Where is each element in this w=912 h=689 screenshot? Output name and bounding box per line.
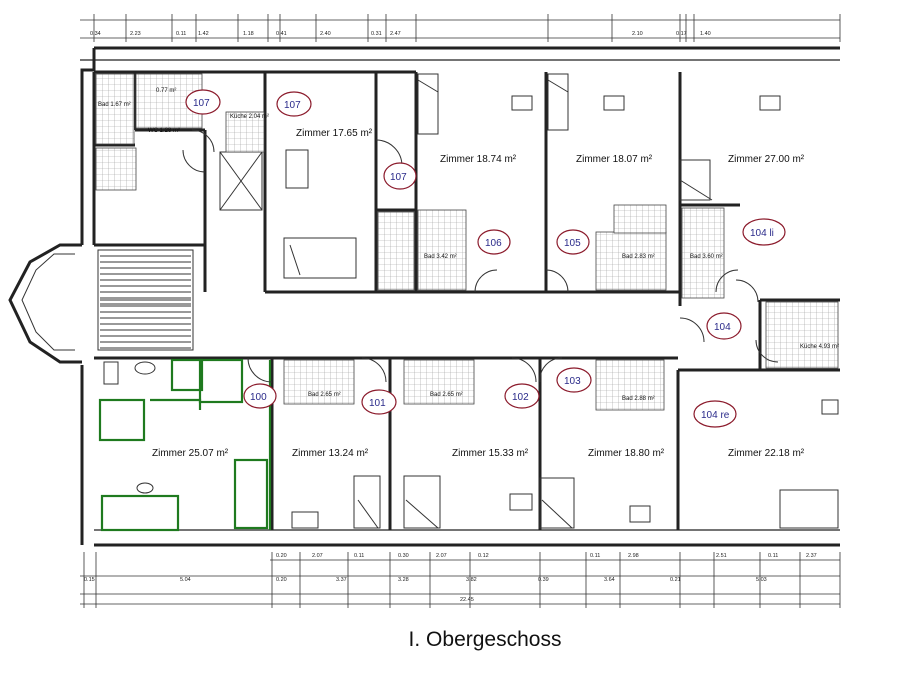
bottom-dim-17: 3.82 <box>466 577 477 583</box>
bottom-dim-3: 0.11 <box>354 553 364 559</box>
label-bad-265-a: Bad 2.65 m² <box>308 392 341 398</box>
bottom-dim-1: 0.20 <box>276 553 287 559</box>
bottom-dim-11: 2.37 <box>806 553 817 559</box>
top-dim-8: 0.31 <box>371 31 382 37</box>
small-room-labels: Bad 1.67 m² 0.77 m² WC 1.28 m² Küche 2.0… <box>98 88 839 402</box>
badge-104-re: 104 re <box>701 410 730 421</box>
label-kuche-493: Küche 4.93 m² <box>800 344 839 350</box>
label-077: 0.77 m² <box>156 88 176 94</box>
bottom-dim-16: 3.28 <box>398 577 409 583</box>
top-dim-3: 0.11 <box>176 31 186 37</box>
staircase <box>97 151 263 351</box>
bottom-dim-13: 5.04 <box>180 577 191 583</box>
badge-106: 106 <box>485 238 502 249</box>
bottom-dim-9: 2.51 <box>716 553 727 559</box>
doors <box>182 129 779 383</box>
top-dim-9: 2.47 <box>390 31 401 37</box>
badge-105: 105 <box>564 238 581 249</box>
badge-107-b: 107 <box>284 100 301 111</box>
room-100-fixtures <box>98 358 272 532</box>
bottom-dim-21: 5.03 <box>756 577 767 583</box>
bottom-dim-4: 0.30 <box>398 553 409 559</box>
label-bad-360: Bad 3.60 m² <box>690 254 723 260</box>
label-bad-288: Bad 2.88 m² <box>622 396 655 402</box>
bottom-dim-5: 2.07 <box>436 553 447 559</box>
top-dim-11: 0.17 <box>676 31 687 37</box>
badge-107-a: 107 <box>193 98 210 109</box>
top-dim-12: 1.40 <box>700 31 711 37</box>
room-zimmer-1324: Zimmer 13.24 m² <box>292 448 369 459</box>
room-zimmer-2218: Zimmer 22.18 m² <box>728 448 805 459</box>
label-kuche-204: Küche 2.04 m² <box>230 114 269 120</box>
room-zimmer-1880: Zimmer 18.80 m² <box>588 448 665 459</box>
bottom-dim-12: 0.15 <box>84 577 95 583</box>
room-zimmer-1765: Zimmer 17.65 m² <box>296 128 373 139</box>
badge-102: 102 <box>512 392 529 403</box>
room-zimmer-1874: Zimmer 18.74 m² <box>440 154 517 165</box>
badge-101: 101 <box>369 398 386 409</box>
bottom-dim-6: 0.12 <box>478 553 489 559</box>
building-outline <box>8 46 840 547</box>
top-dim-6: 0.41 <box>276 31 287 37</box>
label-bad-167: Bad 1.67 m² <box>98 102 131 108</box>
bottom-dim-7: 0.11 <box>590 553 600 559</box>
badge-107-c: 107 <box>390 172 407 183</box>
badge-100: 100 <box>250 392 267 403</box>
bottom-dim-10: 0.11 <box>768 553 778 559</box>
room-labels: Zimmer 17.65 m² Zimmer 18.74 m² Zimmer 1… <box>152 128 805 459</box>
interior-walls <box>92 70 840 530</box>
badge-104-li: 104 li <box>750 228 774 239</box>
bottom-dim-14: 0.20 <box>276 577 287 583</box>
bottom-dim-15: 3.37 <box>336 577 347 583</box>
floor-caption: I. Obergeschoss <box>408 628 562 651</box>
top-dim-7: 2.40 <box>320 31 331 37</box>
unit-badges: 107 107 107 106 105 104 li 104 104 re 10… <box>185 89 786 428</box>
room-zimmer-2507: Zimmer 25.07 m² <box>152 448 229 459</box>
top-dim-10: 2.10 <box>632 31 643 37</box>
room-zimmer-2700: Zimmer 27.00 m² <box>728 154 805 165</box>
label-bad-265-b: Bad 2.65 m² <box>430 392 463 398</box>
bottom-dim-19: 3.64 <box>604 577 615 583</box>
label-bad-342: Bad 3.42 m² <box>424 254 457 260</box>
bottom-dim-total: 22.45 <box>460 597 474 603</box>
bottom-dim-8: 2.98 <box>628 553 639 559</box>
top-dim-2: 2.23 <box>130 31 141 37</box>
top-dim-4: 1.42 <box>198 31 209 37</box>
top-dim-5: 1.18 <box>243 31 254 37</box>
top-dim-1: 0.34 <box>90 31 101 37</box>
bottom-dimension-chain: 0.20 2.07 0.11 0.30 2.07 0.12 0.11 2.98 … <box>80 552 841 608</box>
bottom-dim-20: 0.21 <box>670 577 681 583</box>
label-wc-128: WC 1.28 m² <box>148 128 180 134</box>
top-dimension-chain: 0.34 2.23 0.11 1.42 1.18 0.41 2.40 0.31 … <box>80 14 841 42</box>
badge-104: 104 <box>714 322 731 333</box>
room-zimmer-1807: Zimmer 18.07 m² <box>576 154 653 165</box>
furniture <box>283 73 839 529</box>
bottom-dim-18: 0.39 <box>538 577 549 583</box>
tiled-bathrooms <box>95 73 839 411</box>
room-zimmer-1533: Zimmer 15.33 m² <box>452 448 529 459</box>
bottom-dim-2: 2.07 <box>312 553 323 559</box>
badge-103: 103 <box>564 376 581 387</box>
label-bad-283: Bad 2.83 m² <box>622 254 655 260</box>
